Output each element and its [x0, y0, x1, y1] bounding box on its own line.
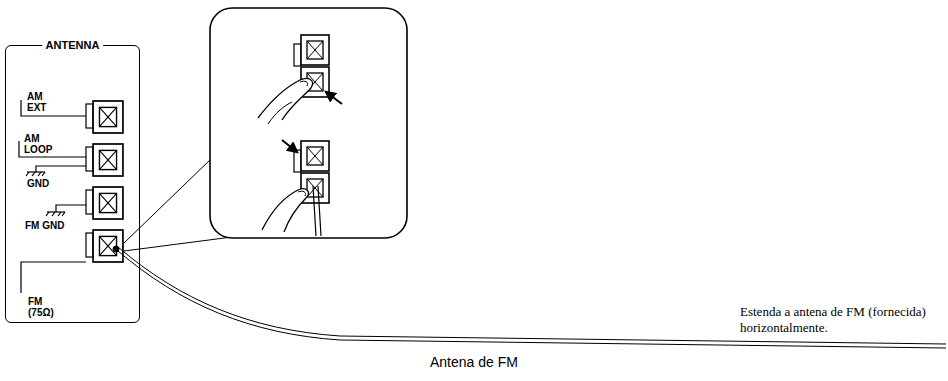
detail-inset: [210, 8, 407, 238]
terminal-label: GND: [27, 178, 49, 189]
panel-heading: ANTENNA: [42, 38, 104, 52]
terminal-leaders: [19, 100, 86, 293]
terminal-block: [86, 101, 123, 262]
terminal-label: FM (75Ω): [28, 296, 66, 318]
terminal-label: FM GND: [25, 220, 64, 231]
fm-antenna-wire: [113, 246, 946, 348]
terminal-label: AM EXT: [27, 91, 57, 113]
antenna-caption: Antena de FM: [430, 354, 518, 371]
terminal-label: AM LOOP: [24, 133, 58, 155]
instruction-note: Estenda a antena de FM (fornecida) horiz…: [740, 304, 942, 336]
antenna-panel: ANTENNA: [5, 45, 140, 323]
